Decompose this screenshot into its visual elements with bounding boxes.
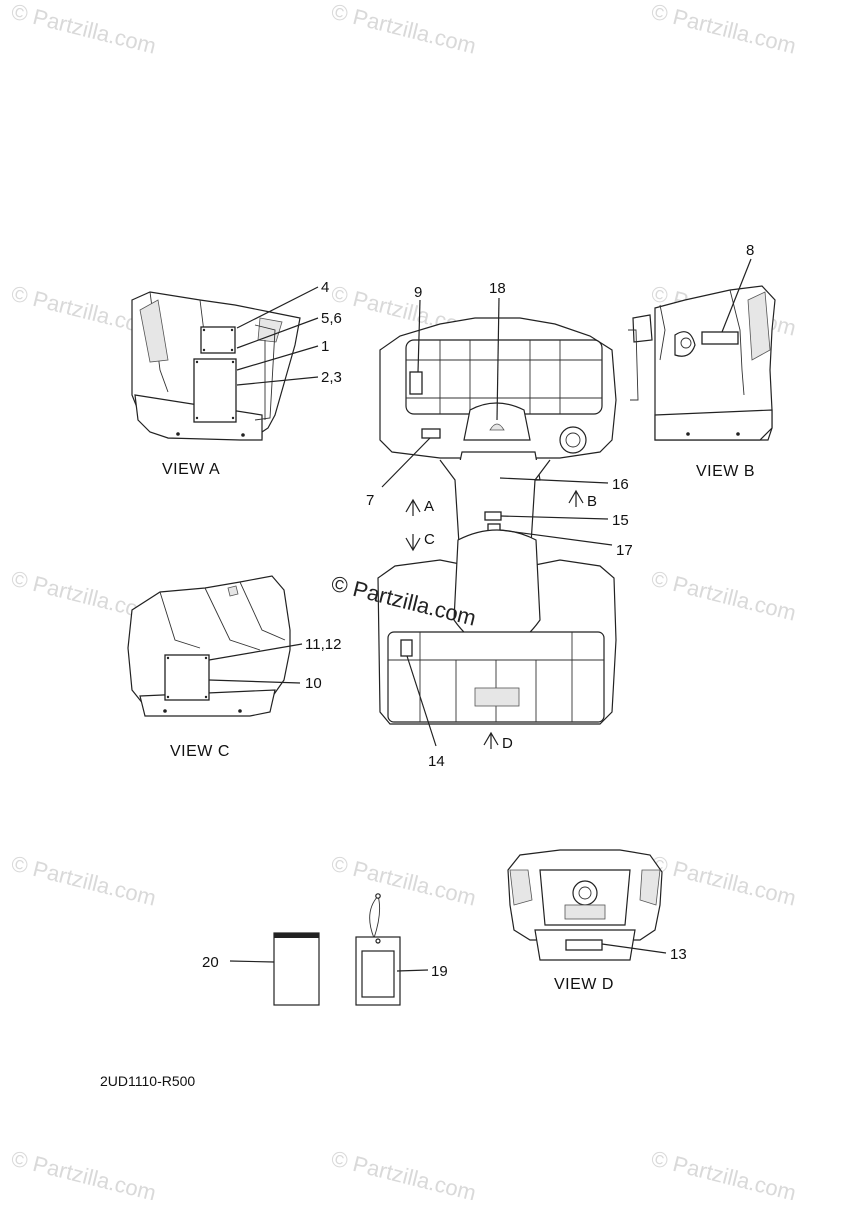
view-b-label: VIEW B <box>696 463 755 480</box>
arrow-up-icon <box>483 731 499 749</box>
callout-20: 20 <box>202 954 219 971</box>
callout-5-6: 5,6 <box>321 310 342 327</box>
arrow-label-d: D <box>502 735 513 752</box>
watermark: © Partzilla.com <box>649 851 799 911</box>
decal-13 <box>565 939 603 951</box>
callout-4: 4 <box>321 279 329 296</box>
leader-2-3 <box>236 376 319 386</box>
decal-9 <box>409 371 423 395</box>
leader-8 <box>721 258 752 333</box>
callout-1: 1 <box>321 338 329 355</box>
view-b-drawing <box>628 285 776 441</box>
callout-13: 13 <box>670 946 687 963</box>
callout-8: 8 <box>746 242 754 259</box>
callout-11-12: 11,12 <box>305 636 341 653</box>
callout-15: 15 <box>612 512 629 529</box>
leader-20 <box>229 960 275 963</box>
callout-10: 10 <box>305 675 322 692</box>
decal-8 <box>701 331 739 345</box>
watermark: © Partzilla.com <box>329 1146 479 1200</box>
watermark: © Partzilla.com <box>329 0 479 59</box>
diagram-code: 2UD1110-R500 <box>100 1073 195 1089</box>
item-20-manual <box>273 932 320 1006</box>
watermark: © Partzilla.com <box>9 0 159 59</box>
leader-4 <box>236 286 319 329</box>
leader-7 <box>381 437 431 488</box>
callout-14: 14 <box>428 753 445 770</box>
leader-1 <box>236 345 319 371</box>
callout-9: 9 <box>414 284 422 301</box>
view-c-drawing <box>127 575 291 717</box>
decal-14 <box>400 639 413 657</box>
callout-17: 17 <box>616 542 633 559</box>
leader-14 <box>406 655 437 747</box>
decal-1 <box>193 358 237 423</box>
leader-5-6 <box>236 317 319 349</box>
callout-19: 19 <box>431 963 448 980</box>
view-a-drawing <box>131 291 301 441</box>
leader-18 <box>496 297 500 421</box>
leader-17 <box>499 529 613 546</box>
leader-11-12 <box>208 643 303 661</box>
watermark: © Partzilla.com <box>329 851 479 911</box>
item-19-hang-tag <box>355 893 401 1006</box>
leader-10 <box>208 679 301 684</box>
watermark: © Partzilla.com <box>649 566 799 626</box>
arrow-label-b: B <box>587 493 597 510</box>
callout-7: 7 <box>366 492 374 509</box>
leader-16 <box>499 477 609 484</box>
arrow-down-icon <box>405 534 421 552</box>
atv-top-view <box>377 317 617 725</box>
leader-15 <box>500 515 609 520</box>
view-a-label: VIEW A <box>162 461 220 478</box>
decal-10 <box>164 654 210 701</box>
watermark: © Partzilla.com <box>9 1146 159 1200</box>
arrow-up-icon <box>405 498 421 516</box>
decal-4 <box>200 326 236 354</box>
view-d-drawing <box>507 849 663 961</box>
view-d-label: VIEW D <box>554 976 614 993</box>
decal-7 <box>421 428 441 439</box>
callout-2-3: 2,3 <box>321 369 342 386</box>
arrow-label-a: A <box>424 498 434 515</box>
leader-9 <box>417 299 421 373</box>
leader-13 <box>601 943 667 954</box>
arrow-label-c: C <box>424 531 435 548</box>
decal-15 <box>484 511 502 521</box>
arrow-up-icon <box>568 489 584 507</box>
watermark: © Partzilla.com <box>649 0 799 59</box>
callout-16: 16 <box>612 476 629 493</box>
view-c-label: VIEW C <box>170 743 230 760</box>
callout-18: 18 <box>489 280 506 297</box>
watermark: © Partzilla.com <box>649 1146 799 1200</box>
watermark: © Partzilla.com <box>9 851 159 911</box>
leader-19 <box>396 969 429 972</box>
